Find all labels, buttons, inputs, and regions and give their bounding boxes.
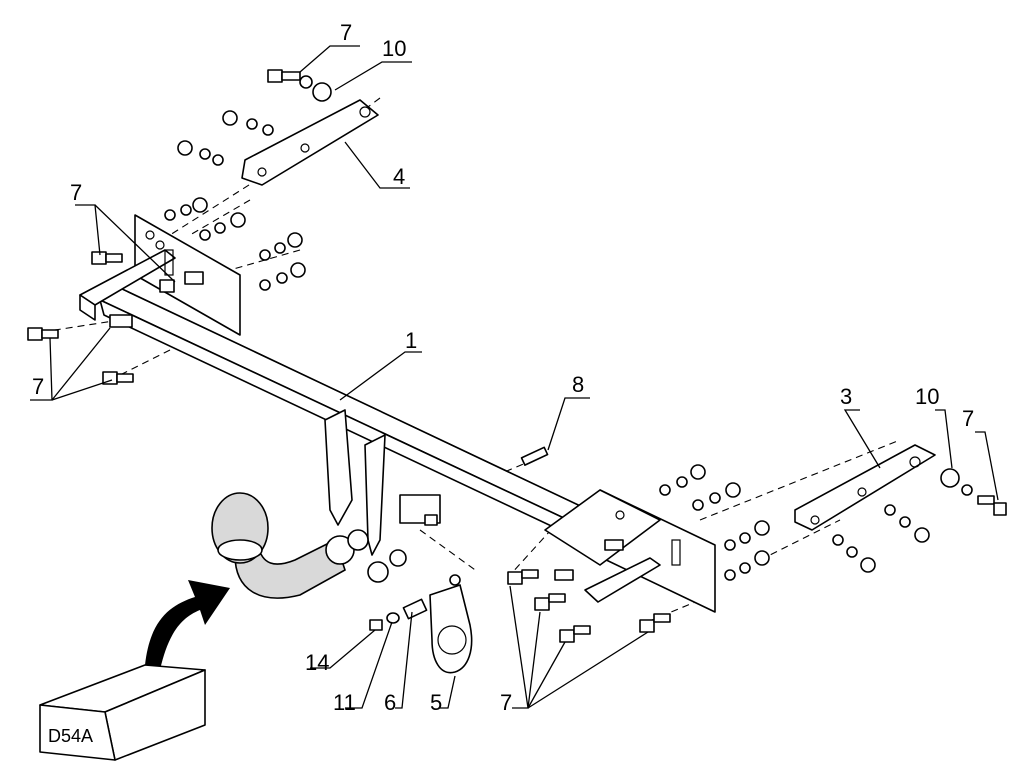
label-bolt-upper-left: 7 xyxy=(70,180,82,205)
tow-ball-assembly xyxy=(211,492,407,599)
left-side-bracket xyxy=(241,99,379,186)
label-main-bar: 1 xyxy=(405,328,417,353)
kit-box xyxy=(39,664,206,761)
socket-plate xyxy=(429,584,473,674)
pin xyxy=(520,446,549,466)
label-bolt-bottom-right: 7 xyxy=(500,690,512,715)
label-bolt-lower-left: 7 xyxy=(32,374,44,399)
label-washer: 11 xyxy=(333,690,356,715)
label-washer-large-right: 10 xyxy=(915,384,939,409)
kit-code-label: D54A xyxy=(48,726,93,746)
curved-arrow-icon xyxy=(145,580,230,670)
callout-labels: 7 10 4 7 7 1 8 3 10 7 14 11 6 5 7 D54A xyxy=(32,20,974,746)
label-socket-plate: 5 xyxy=(430,690,442,715)
label-washer-large-top: 10 xyxy=(382,36,406,61)
label-left-bracket: 4 xyxy=(393,164,405,189)
right-side-bracket xyxy=(794,444,936,531)
label-bolt-right: 7 xyxy=(962,406,974,431)
fasteners xyxy=(27,69,1007,643)
label-right-bracket: 3 xyxy=(840,384,852,409)
label-spring: 6 xyxy=(384,690,396,715)
label-nut: 14 xyxy=(305,650,329,675)
label-pin: 8 xyxy=(572,372,584,397)
small-hardware xyxy=(369,598,428,631)
label-bolt-top: 7 xyxy=(340,20,352,45)
main-crossbar xyxy=(99,287,611,549)
assembly-guide-lines xyxy=(41,97,901,626)
right-mounting-plate xyxy=(544,489,716,613)
leader-lines xyxy=(30,45,999,709)
tow-arm xyxy=(324,409,441,556)
